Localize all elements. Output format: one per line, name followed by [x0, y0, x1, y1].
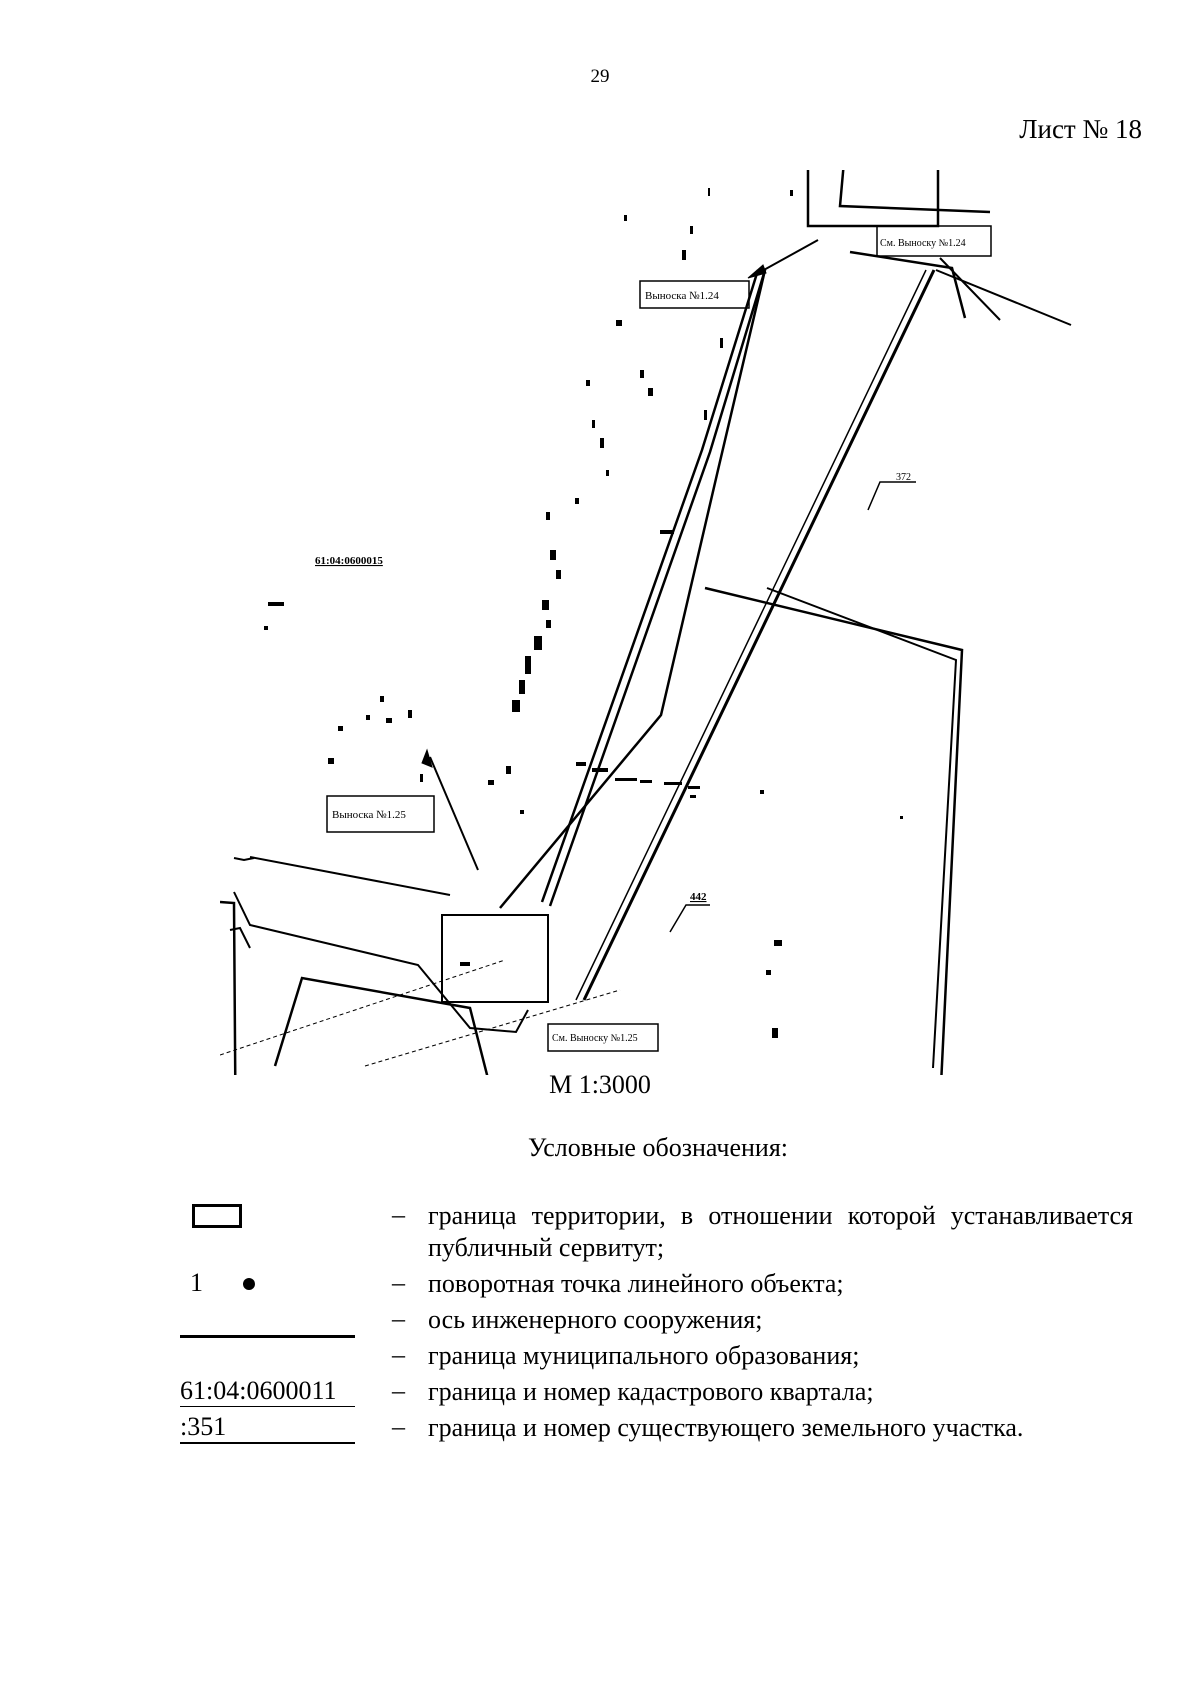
cadastral-quarter-symbol: 61:04:0600011	[180, 1376, 355, 1410]
legend-description: граница муниципального образования;	[428, 1341, 860, 1370]
point-number: 1	[190, 1268, 203, 1297]
map-scale: М 1:3000	[549, 1070, 651, 1099]
land-parcel-symbol: :351	[180, 1412, 355, 1446]
callout-label-1-24: Выноска №1.24	[645, 290, 719, 302]
callout-frames	[326, 170, 992, 1052]
legend-description: поворотная точка линейного объекта;	[428, 1269, 844, 1298]
parcel-number: :351	[180, 1412, 355, 1444]
legend-description: граница и номер существующего земельного…	[428, 1413, 1024, 1442]
legend-dash: –	[392, 1412, 405, 1441]
see-callout-label-1-25: См. Выноску №1.25	[552, 1033, 638, 1044]
callout-label-1-25: Выноска №1.25	[332, 809, 406, 821]
legend-dash: –	[392, 1340, 405, 1369]
legend-description: граница и номер кадастрового квартала;	[428, 1377, 874, 1406]
municipal-boundary	[220, 170, 991, 1075]
legend-dash: –	[392, 1376, 405, 1405]
parcel-label-372: 372	[896, 472, 911, 483]
municipal-boundary-symbol	[180, 1335, 355, 1341]
legend-description: ось инженерного сооружения;	[428, 1305, 763, 1334]
turning-point-symbol: 1	[180, 1268, 355, 1300]
legend-dash: –	[392, 1268, 405, 1297]
map-fragments	[264, 188, 903, 1038]
map-labels: Выноска №1.24 См. Выноску №1.24 Выноска …	[315, 238, 966, 1044]
parcel-boundaries	[229, 257, 1072, 1069]
legend-dash: –	[392, 1200, 405, 1229]
legend-dash: –	[392, 1304, 405, 1333]
legend-description: граница территории, в отношении которой …	[428, 1201, 1133, 1262]
easement-boundary-symbol	[180, 1200, 355, 1230]
map-figure: Выноска №1.24 См. Выноску №1.24 Выноска …	[220, 170, 1072, 1075]
page-number: 29	[590, 66, 610, 87]
leader-lines	[669, 481, 916, 933]
point-dot-icon	[243, 1278, 255, 1290]
engineering-axis	[220, 269, 936, 1067]
thick-line-icon	[180, 1335, 355, 1338]
cadastral-quarter-label: 61:04:0600015	[315, 555, 383, 567]
sheet-label: Лист № 18	[1019, 114, 1142, 144]
legend-title: Условные обозначения:	[527, 1133, 789, 1162]
cadastral-quarter-number: 61:04:0600011	[180, 1376, 355, 1407]
see-callout-label-1-24: См. Выноску №1.24	[880, 238, 966, 249]
rectangle-icon	[192, 1204, 242, 1228]
parcel-label-442: 442	[690, 891, 707, 903]
